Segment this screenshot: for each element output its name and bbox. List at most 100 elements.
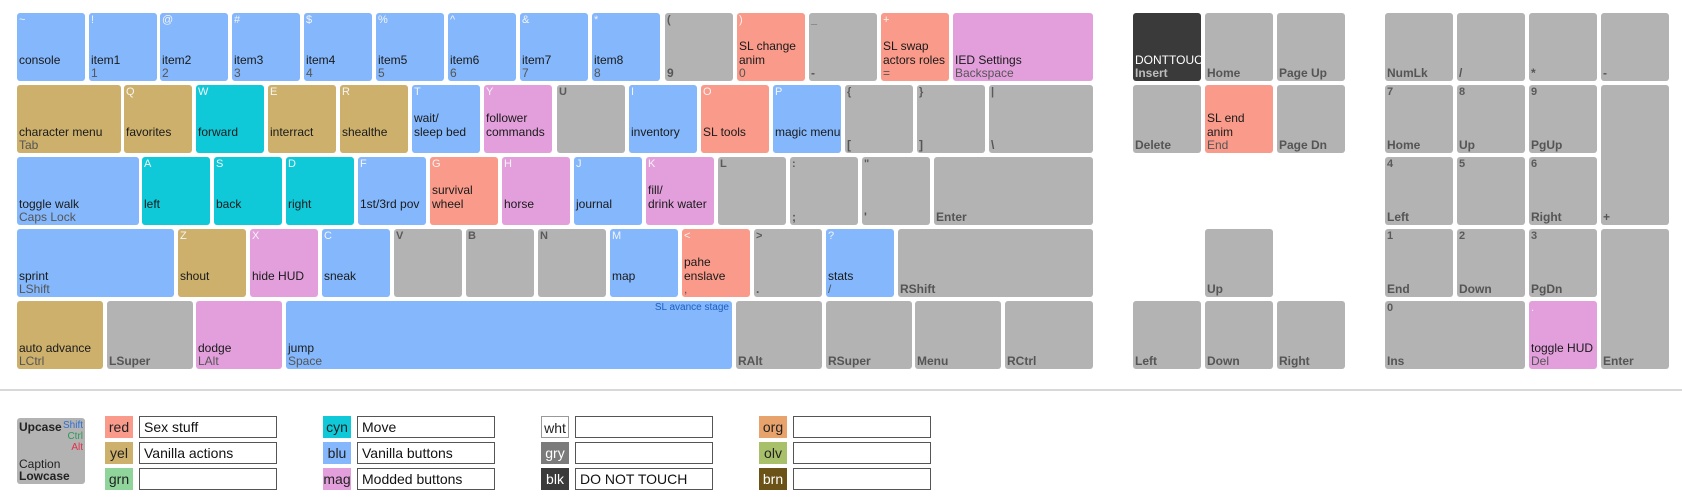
key-num-divide[interactable]: / xyxy=(1457,13,1525,81)
key-comma[interactable]: <pahe enslave, xyxy=(682,229,750,297)
key-num-multiply[interactable]: * xyxy=(1529,13,1597,81)
key-ralt[interactable]: RAlt xyxy=(736,301,822,369)
legend-field-olv[interactable] xyxy=(793,442,931,464)
key-insert[interactable]: DONTTOUCHInsert xyxy=(1133,13,1201,81)
legend-field-red[interactable]: Sex stuff xyxy=(139,416,277,438)
key-b[interactable]: B xyxy=(466,229,534,297)
key-n[interactable]: N xyxy=(538,229,606,297)
key-slash[interactable]: ?stats/ xyxy=(826,229,894,297)
key-equals[interactable]: +SL swap actors roles= xyxy=(881,13,949,81)
key-rbracket[interactable]: }] xyxy=(917,85,985,153)
key-lsuper[interactable]: LSuper xyxy=(107,301,193,369)
legend-field-blu[interactable]: Vanilla buttons xyxy=(357,442,495,464)
key-menu[interactable]: Menu xyxy=(915,301,1001,369)
key-arrow-up[interactable]: Up xyxy=(1205,229,1273,297)
key-num-plus[interactable]: + xyxy=(1601,85,1669,225)
key-tilde[interactable]: ~console xyxy=(17,13,85,81)
key-semicolon[interactable]: :; xyxy=(790,157,858,225)
legend-field-grn[interactable] xyxy=(139,468,277,490)
key-arrow-right[interactable]: Right xyxy=(1277,301,1345,369)
key-pagedown[interactable]: Page Dn xyxy=(1277,85,1345,153)
legend-field-wht[interactable] xyxy=(575,416,713,438)
legend-field-brn[interactable] xyxy=(793,468,931,490)
key-l[interactable]: L xyxy=(718,157,786,225)
key-num-enter[interactable]: Enter xyxy=(1601,229,1669,369)
key-pageup[interactable]: Page Up xyxy=(1277,13,1345,81)
legend-field-cyn[interactable]: Move xyxy=(357,416,495,438)
key-numlock[interactable]: NumLk xyxy=(1385,13,1453,81)
key-u[interactable]: U xyxy=(557,85,625,153)
legend-field-gry[interactable] xyxy=(575,442,713,464)
key-period[interactable]: >. xyxy=(754,229,822,297)
legend-field-blk[interactable]: DO NOT TOUCH xyxy=(575,468,713,490)
key-9[interactable]: (9 xyxy=(665,13,733,81)
legend-field-yel[interactable]: Vanilla actions xyxy=(139,442,277,464)
key-lbracket[interactable]: {[ xyxy=(845,85,913,153)
key-num-minus[interactable]: - xyxy=(1601,13,1669,81)
key-rshift[interactable]: RShift xyxy=(898,229,1093,297)
key-delete[interactable]: Delete xyxy=(1133,85,1201,153)
key-backslash[interactable]: |\ xyxy=(989,85,1093,153)
key-quote[interactable]: "' xyxy=(862,157,930,225)
key-v[interactable]: V xyxy=(394,229,462,297)
key-home[interactable]: Home xyxy=(1205,13,1273,81)
key-minus[interactable]: _- xyxy=(809,13,877,81)
key-rsuper[interactable]: RSuper xyxy=(826,301,912,369)
key-arrow-down[interactable]: Down xyxy=(1205,301,1273,369)
legend-field-org[interactable] xyxy=(793,416,931,438)
key-arrow-left[interactable]: Left xyxy=(1133,301,1201,369)
key-num-5[interactable]: 5 xyxy=(1457,157,1525,225)
legend-field-mag[interactable]: Modded buttons xyxy=(357,468,495,490)
key-enter[interactable]: Enter xyxy=(934,157,1093,225)
key-rctrl[interactable]: RCtrl xyxy=(1005,301,1093,369)
